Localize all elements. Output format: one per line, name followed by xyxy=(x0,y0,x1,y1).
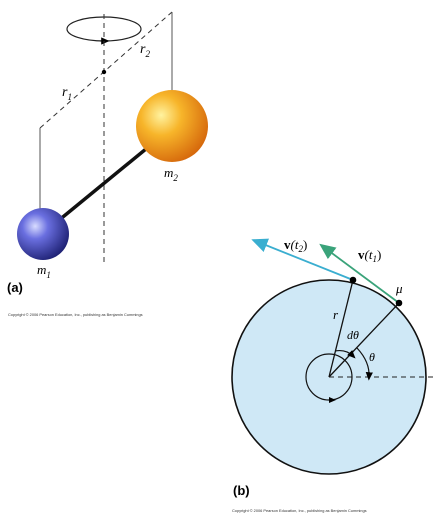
panel-a: r1 r2 m2 m1 (a) Copyright © 2006 Pearson… xyxy=(7,11,208,317)
center-of-mass-dot xyxy=(101,69,107,75)
dtheta-label: dθ xyxy=(347,328,359,342)
v-t1-label: v(t1) xyxy=(358,247,381,264)
m2-label: m2 xyxy=(164,165,178,183)
v-t2-label: v(t2) xyxy=(284,237,307,254)
distance-line xyxy=(39,11,173,129)
panel-b-label: (b) xyxy=(233,483,250,498)
position-t2-dot xyxy=(349,276,357,284)
r2-label: r2 xyxy=(140,42,150,59)
m1-label: m1 xyxy=(37,262,51,280)
theta-arc xyxy=(356,347,373,381)
r-label: r xyxy=(333,307,339,322)
velocity-t1-arrow xyxy=(319,243,400,304)
panel-b-copyright: Copyright © 2006 Pearson Education, Inc.… xyxy=(232,508,367,513)
position-t1-dot xyxy=(395,299,403,307)
rotation-ellipse xyxy=(66,16,142,42)
mass-m1-ball xyxy=(17,208,69,260)
r1-label: r1 xyxy=(62,85,72,102)
panel-b: v(t2) v(t1) μ r dθ θ (b) Copyright © 200… xyxy=(231,237,437,513)
dtheta-arc xyxy=(334,349,356,359)
connecting-rod xyxy=(45,133,165,232)
mu-label: μ xyxy=(395,281,403,296)
radius-to-t1 xyxy=(328,302,400,378)
velocity-t2-arrow xyxy=(251,238,354,281)
panel-a-copyright: Copyright © 2006 Pearson Education, Inc.… xyxy=(8,312,143,317)
mass-m2-ball xyxy=(136,90,208,162)
theta-label: θ xyxy=(369,350,375,364)
panel-a-label: (a) xyxy=(7,280,23,295)
radius-to-t2 xyxy=(328,279,354,378)
